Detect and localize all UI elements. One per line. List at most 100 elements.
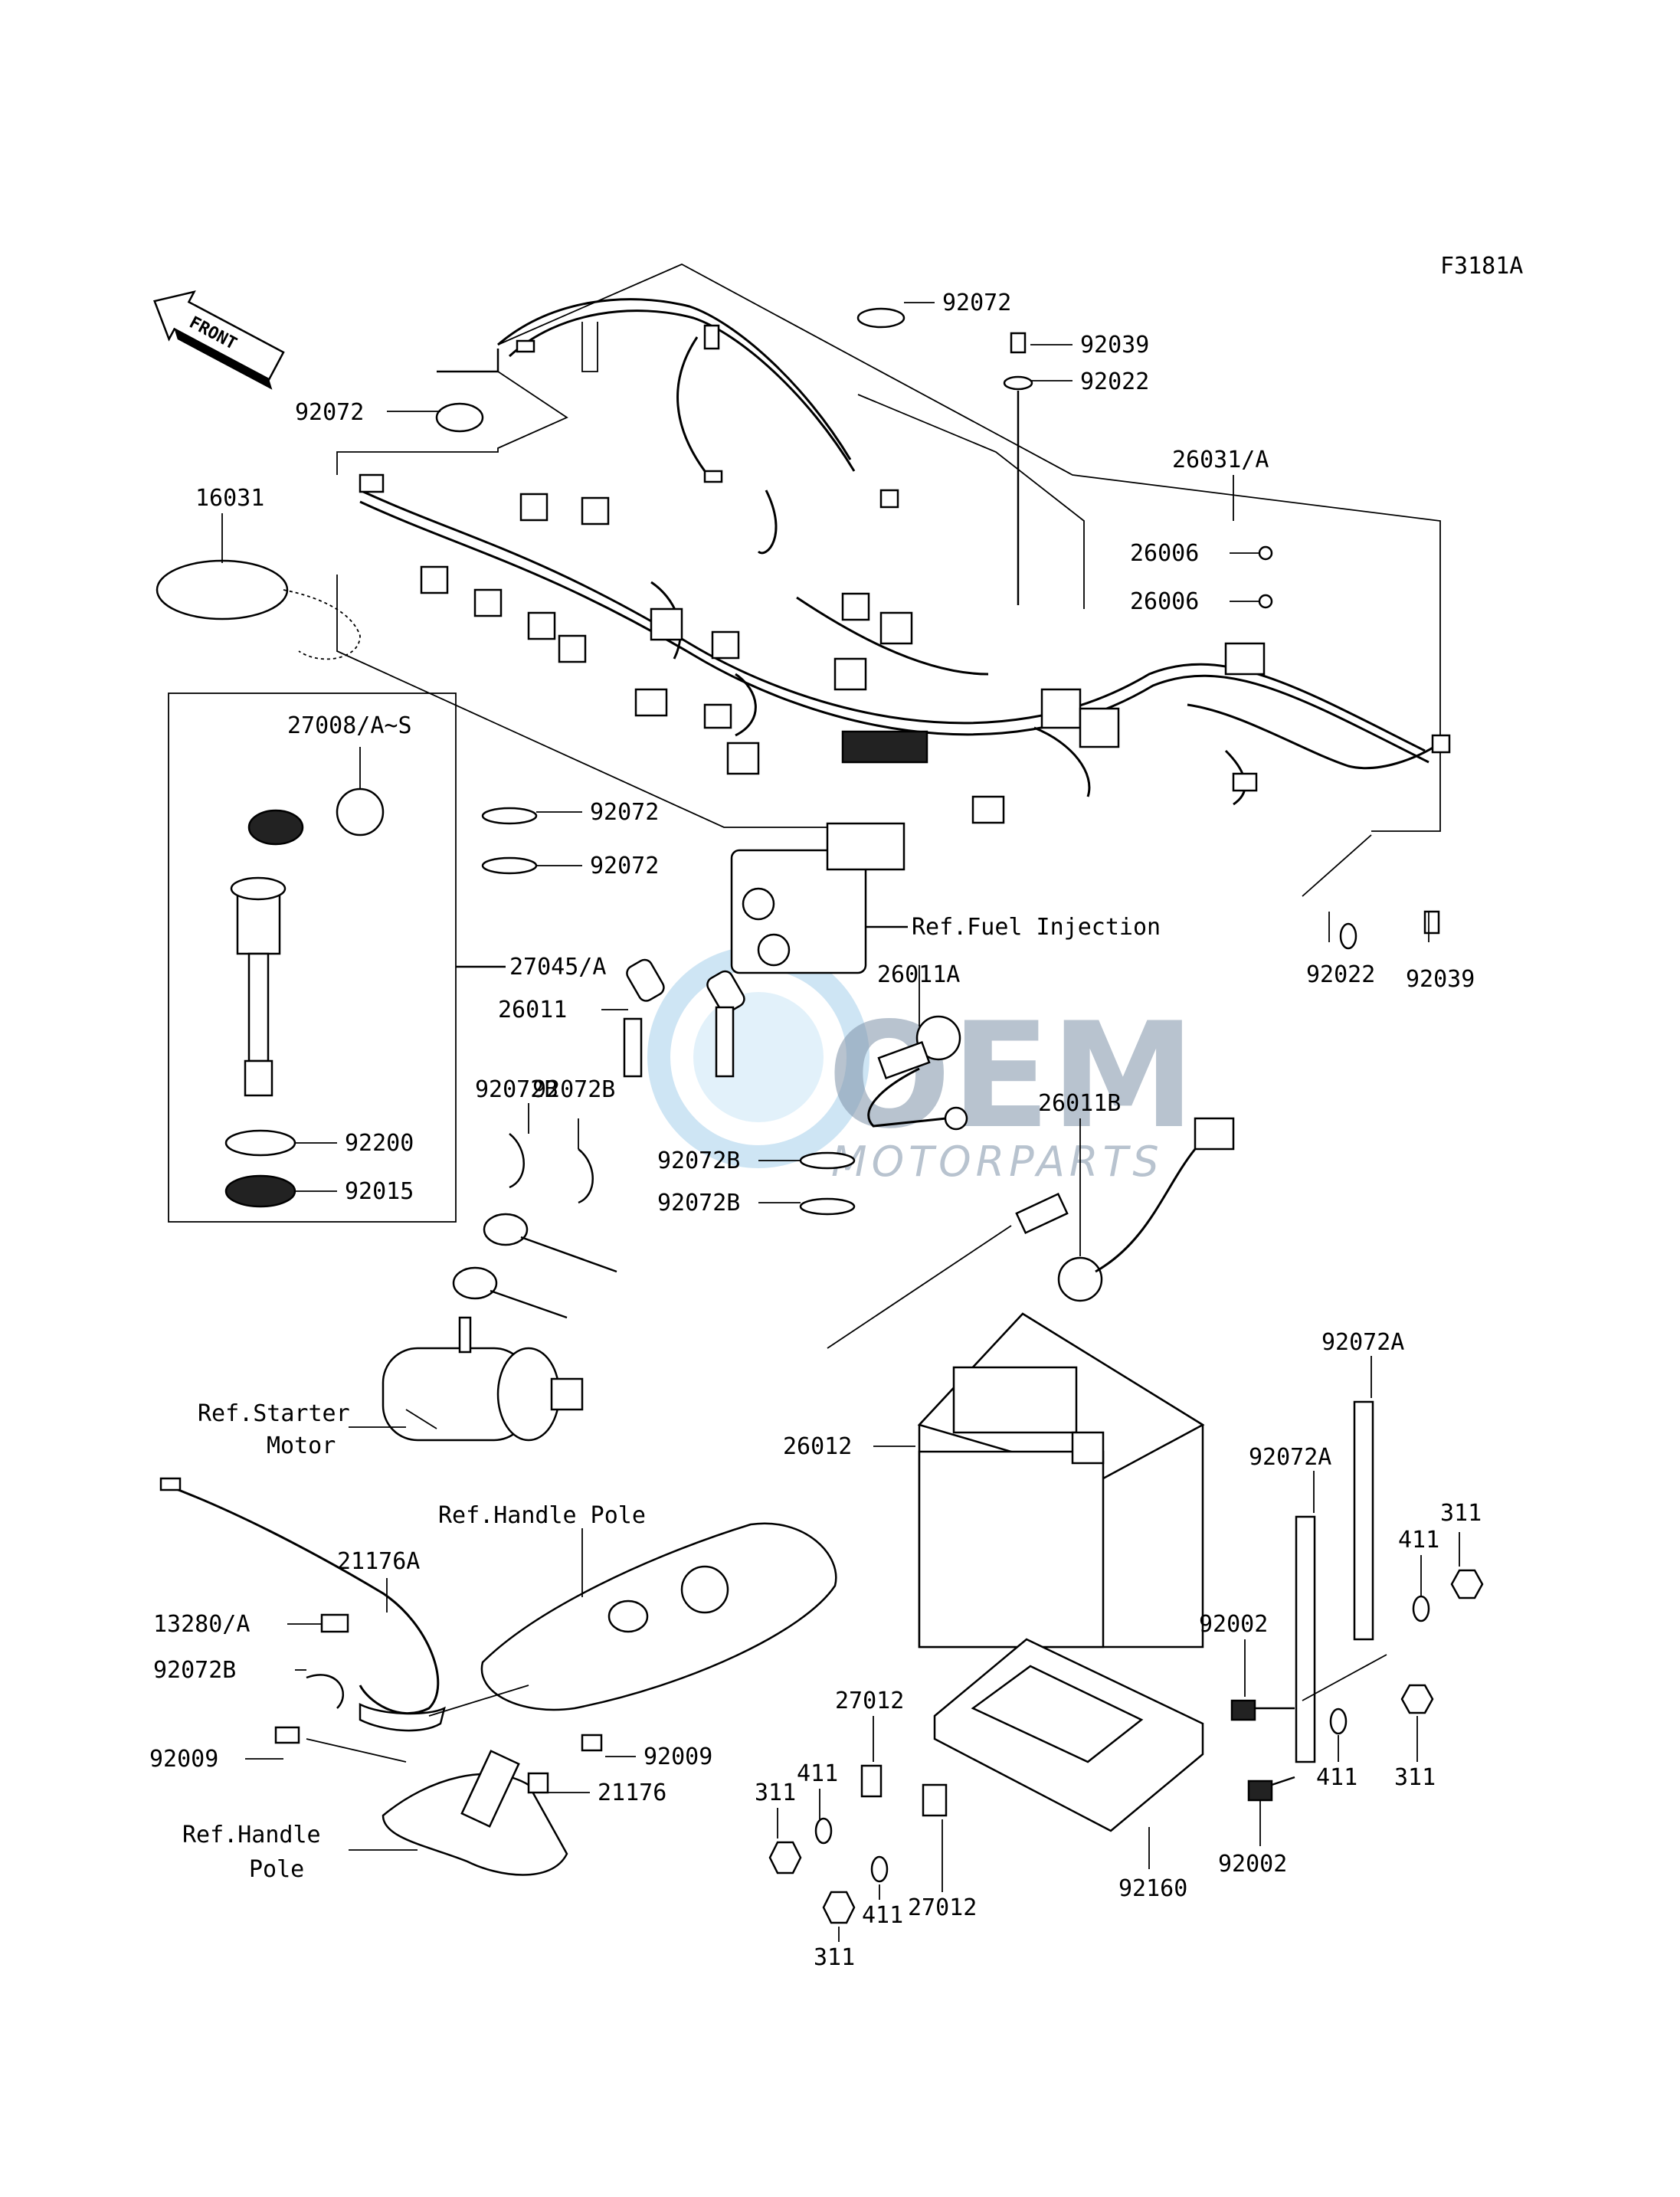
- connector-16: [1040, 688, 1082, 729]
- handle-pole-assembly: [159, 1477, 837, 1876]
- label-311-1: 311: [1440, 1500, 1482, 1527]
- part-labels: 92072 92039 92022 92072 26031/A 26006 26…: [149, 290, 1482, 1971]
- label-92072-top: 92072: [942, 290, 1011, 316]
- label-27012-2: 27012: [908, 1894, 977, 1921]
- label-27045: 27045/A: [509, 954, 606, 981]
- harness-connectors: [359, 324, 1451, 824]
- label-16031: 16031: [195, 485, 264, 512]
- watermark: OEM MOTORPARTS: [647, 946, 1195, 1186]
- connector-6: [527, 611, 556, 640]
- label-92072-mid2: 92072: [590, 853, 659, 879]
- label-92009-1: 92009: [149, 1746, 218, 1773]
- label-13280A: 13280/A: [153, 1611, 250, 1638]
- nut-92015: [224, 1174, 296, 1208]
- label-92022-right: 92022: [1306, 961, 1375, 988]
- battery-straps: [1230, 1400, 1484, 1802]
- switch-cable: [247, 952, 270, 1062]
- watermark-brand: OEM: [827, 991, 1195, 1161]
- label-21176A: 21176A: [337, 1548, 420, 1575]
- label-92200: 92200: [345, 1130, 414, 1157]
- label-21176: 21176: [598, 1780, 666, 1806]
- label-92039-top: 92039: [1080, 332, 1149, 359]
- connector-14: [703, 703, 732, 729]
- label-92072B-3: 92072B: [657, 1148, 740, 1174]
- connector-2: [519, 493, 549, 522]
- connector-3: [581, 496, 610, 526]
- label-26011B: 26011B: [1038, 1090, 1121, 1117]
- watermark-sub: MOTORPARTS: [831, 1138, 1164, 1186]
- label-92015: 92015: [345, 1178, 414, 1205]
- label-92002-1: 92002: [1199, 1611, 1268, 1638]
- small-hardware-bottom: [768, 1764, 948, 1924]
- label-26006-1: 26006: [1130, 540, 1199, 567]
- label-26006-2: 26006: [1130, 588, 1199, 615]
- battery-tray-92160: [933, 1638, 1204, 1832]
- fuel-injection-block: [623, 822, 908, 1078]
- connector-5: [473, 588, 503, 617]
- label-ref-starter-2: Motor: [267, 1432, 336, 1459]
- ignition-switch-group: [168, 692, 506, 1223]
- label-92039-right: 92039: [1406, 966, 1475, 993]
- connector-9: [711, 630, 740, 660]
- label-ref-handle-pole-1: Ref.Handle Pole: [438, 1502, 646, 1529]
- label-411-2: 411: [797, 1760, 838, 1787]
- label-27012-1: 27012: [835, 1688, 904, 1714]
- label-92072B-5: 92072B: [153, 1657, 236, 1684]
- label-26011A: 26011A: [877, 961, 960, 988]
- switch-cap: [247, 809, 304, 846]
- connector-8: [650, 607, 683, 641]
- connector-25: [879, 489, 899, 509]
- clamps: [306, 307, 905, 1709]
- connector-22: [516, 339, 535, 353]
- connector-10: [841, 592, 870, 621]
- label-92009-2: 92009: [644, 1744, 712, 1770]
- label-92022-top: 92022: [1080, 368, 1149, 395]
- ring-92200: [224, 1129, 296, 1157]
- label-ref-handle-pole-2a: Ref.Handle: [182, 1822, 321, 1848]
- label-311-4: 311: [1394, 1764, 1436, 1791]
- switch-plug: [244, 1059, 273, 1097]
- label-26011: 26011: [498, 997, 567, 1023]
- label-92072B-1: 92072B: [475, 1076, 558, 1103]
- connector-21: [1232, 772, 1258, 792]
- connector-23: [703, 324, 720, 350]
- label-411-1: 411: [1398, 1527, 1439, 1554]
- label-311-3: 311: [814, 1944, 855, 1971]
- leader-lines: [221, 302, 1460, 1942]
- label-26012: 26012: [783, 1433, 852, 1460]
- battery-26012: [917, 1312, 1205, 1649]
- switch-body: [336, 787, 385, 837]
- connector-4: [420, 565, 449, 594]
- connector-17: [1079, 707, 1120, 748]
- connector-13: [634, 688, 668, 717]
- connector-19: [1224, 642, 1266, 676]
- connector-12: [833, 657, 867, 691]
- label-92072A-1: 92072A: [1321, 1329, 1404, 1356]
- label-92072-left: 92072: [295, 399, 364, 426]
- connector-1: [359, 473, 385, 493]
- label-411-4: 411: [1316, 1764, 1357, 1791]
- key-fob-16031: [156, 559, 361, 660]
- connector-11: [879, 611, 913, 645]
- label-27008: 27008/A~S: [287, 712, 412, 739]
- connector-18: [971, 795, 1005, 824]
- figure-code: F3181A: [1440, 253, 1523, 280]
- label-ref-handle-pole-2b: Pole: [249, 1856, 304, 1883]
- harness-frame: [336, 263, 1441, 832]
- battery-cables: [827, 1015, 1235, 1349]
- label-ref-fuel-injection: Ref.Fuel Injection: [912, 914, 1161, 941]
- label-92072-mid1: 92072: [590, 799, 659, 826]
- label-311-2: 311: [755, 1780, 796, 1806]
- main-wire-harness: [359, 298, 1441, 806]
- label-92072A-2: 92072A: [1249, 1444, 1331, 1471]
- connector-15: [726, 742, 760, 775]
- starter-motor: [382, 1213, 617, 1442]
- connector-20: [1431, 734, 1451, 754]
- sensor-13280: [320, 1613, 349, 1633]
- ecu-connector: [841, 730, 928, 764]
- label-26031A: 26031/A: [1172, 447, 1269, 473]
- label-92160: 92160: [1118, 1875, 1187, 1902]
- connector-7: [558, 634, 587, 663]
- label-92072B-4: 92072B: [657, 1190, 740, 1216]
